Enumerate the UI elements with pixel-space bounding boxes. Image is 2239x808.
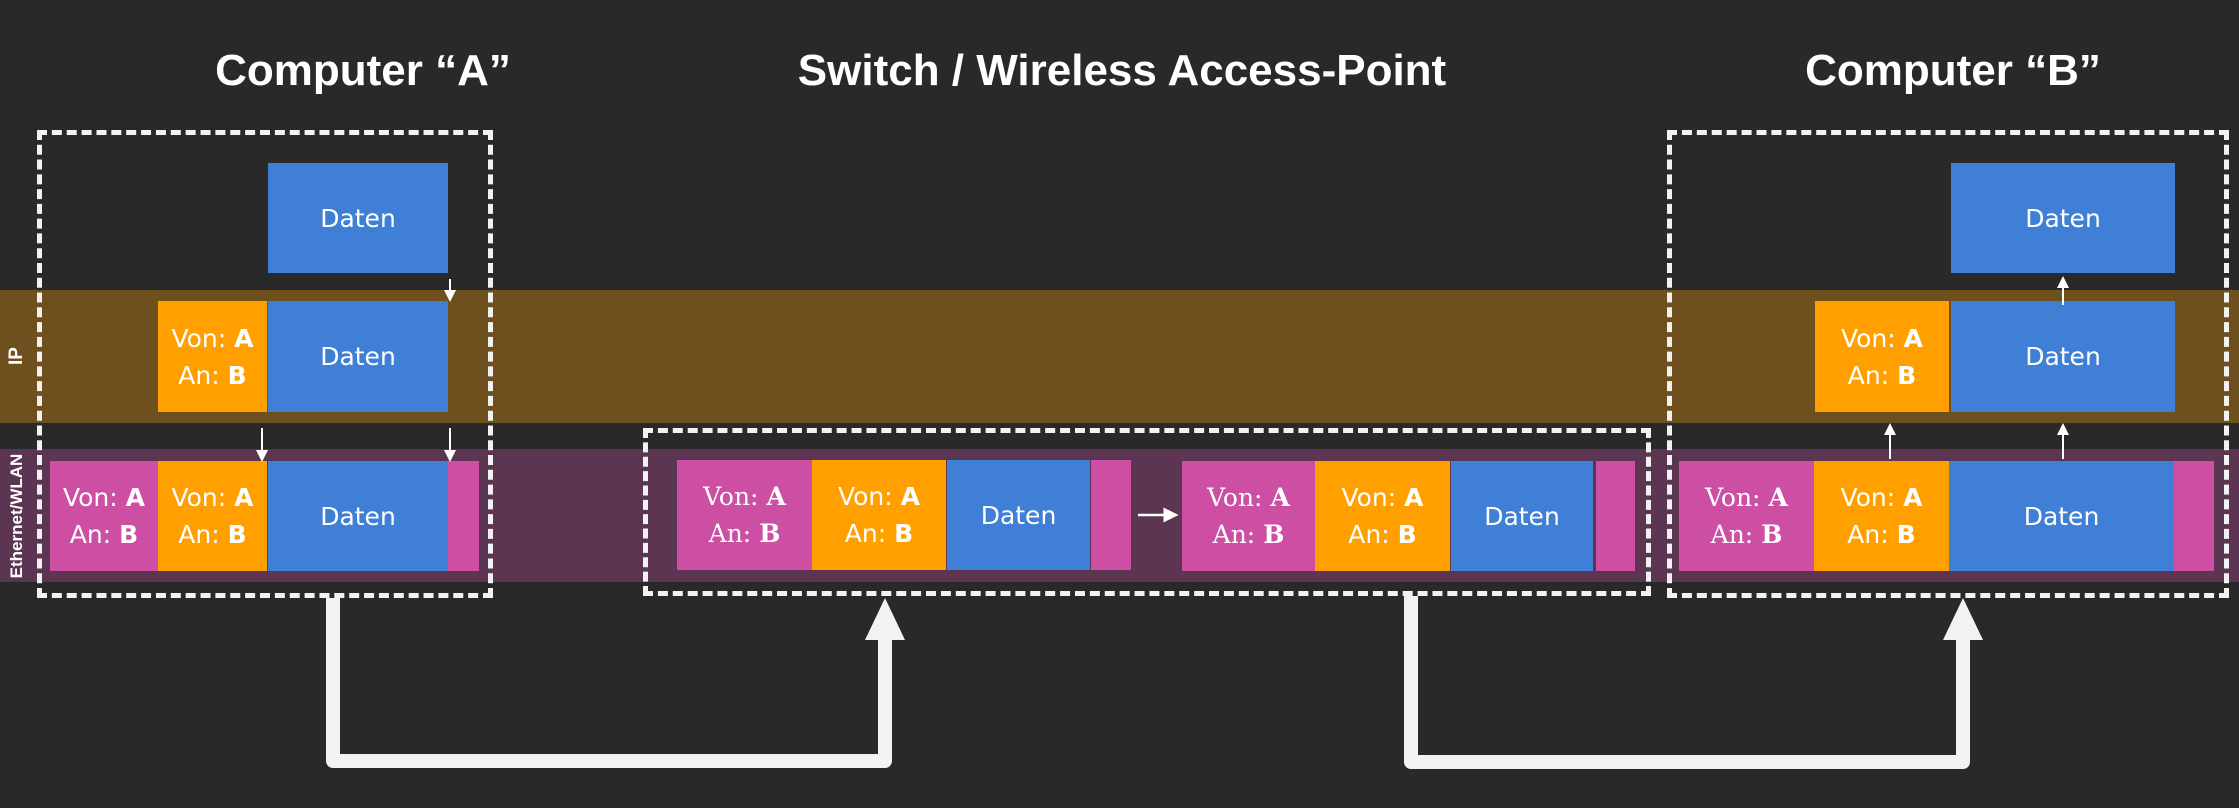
to-line: An: B (708, 519, 781, 548)
to-line: An: B (1847, 360, 1917, 390)
eth-data-a: Daten (268, 461, 448, 571)
switch-ip-header-in: Von: A An: B (812, 460, 946, 570)
from-line: Von: A (171, 323, 254, 353)
ip-header-b: Von: A An: B (1815, 301, 1949, 412)
eth-header-a: Von: A An: B (50, 461, 158, 571)
computer-b-box (1667, 130, 2229, 598)
eth-trailer-a (448, 461, 479, 571)
switch-box (643, 428, 1651, 596)
app-data-a: Daten (268, 163, 448, 273)
app-data-b: Daten (1951, 163, 2175, 273)
to-line: An: B (69, 520, 139, 549)
data-label: Daten (1484, 501, 1560, 531)
transfer-arrow-switch-to-b (1404, 596, 1970, 769)
ip-header-a: Von: A An: B (158, 301, 267, 412)
from-line: Von: A (703, 482, 786, 511)
from-line: Von: A (62, 483, 146, 512)
switch-title: Switch / Wireless Access-Point (797, 46, 1447, 95)
to-line: An: B (1212, 520, 1285, 549)
to-line: An: B (1710, 520, 1783, 549)
data-label: Daten (980, 500, 1057, 530)
arrowhead-icon (1943, 598, 1983, 640)
switch-ip-header-out: Von: A An: B (1315, 461, 1450, 571)
data-label: Daten (320, 342, 396, 371)
to-line: An: B (844, 519, 914, 548)
to-line: An: B (178, 360, 247, 390)
arrowhead-icon (865, 598, 905, 640)
ip-data-a: Daten (268, 301, 448, 412)
to-line: An: B (1847, 520, 1916, 549)
ip-data-b: Daten (1951, 301, 2175, 412)
from-line: Von: A (1840, 483, 1923, 512)
switch-eth-trailer-in (1091, 460, 1131, 570)
eth-header-b: Von: A An: B (1679, 461, 1814, 571)
data-label: Daten (320, 501, 396, 531)
data-label: Daten (2025, 342, 2101, 371)
from-line: Von: A (171, 483, 254, 512)
eth-ip-header-b: Von: A An: B (1814, 461, 1949, 571)
eth-ip-header-a: Von: A An: B (158, 461, 267, 571)
data-label: Daten (2025, 203, 2101, 233)
to-line: An: B (1348, 520, 1417, 549)
data-label: Daten (320, 203, 396, 233)
switch-eth-header-in: Von: A An: B (677, 460, 812, 570)
computer-b-title: Computer “B” (1805, 46, 2101, 95)
from-line: Von: A (1705, 483, 1788, 512)
from-line: Von: A (1207, 483, 1290, 512)
eth-trailer-b (2174, 461, 2214, 571)
from-line: Von: A (837, 482, 921, 511)
from-line: Von: A (1840, 323, 1924, 353)
switch-eth-trailer-out (1596, 461, 1635, 571)
switch-eth-header-out: Von: A An: B (1182, 461, 1315, 571)
switch-data-out: Daten (1451, 461, 1593, 571)
switch-data-in: Daten (947, 460, 1090, 570)
data-label: Daten (2023, 501, 2100, 531)
to-line: An: B (178, 520, 247, 549)
from-line: Von: A (1341, 483, 1424, 512)
computer-a-title: Computer “A” (215, 46, 511, 95)
computer-a-box (37, 130, 493, 598)
eth-data-b: Daten (1949, 461, 2174, 571)
transfer-arrow-a-to-switch (326, 598, 892, 768)
